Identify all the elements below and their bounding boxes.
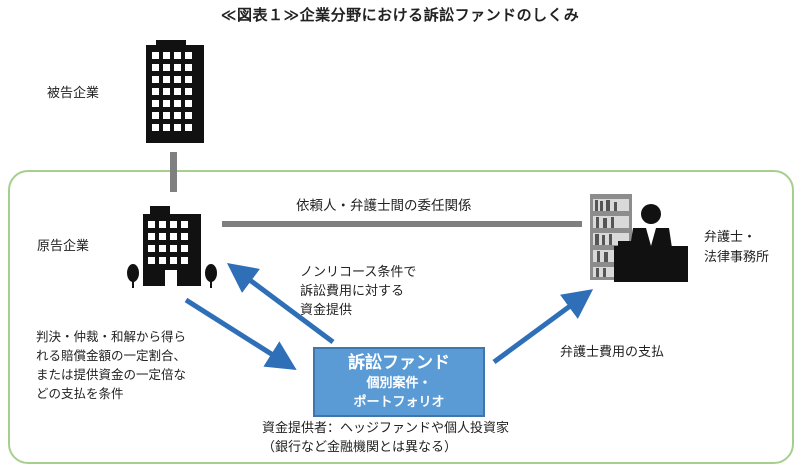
fund-line2: 個別案件・ <box>366 376 432 391</box>
fund-title: 訴訟ファンド <box>348 353 450 373</box>
funding-label: ノンリコース条件で 訴訟費用に対する 資金提供 <box>300 263 416 320</box>
condition-label-line: または提供資金の一定倍な <box>36 367 187 382</box>
provider-label-line: （銀行など金融機関とは異なる） <box>262 440 458 455</box>
plaintiff-label: 原告企業 <box>37 239 90 254</box>
plaintiff-building-icon <box>127 206 217 288</box>
defendant-label: 被告企業 <box>47 86 100 101</box>
client-lawyer-relation-line <box>222 221 582 227</box>
condition-label: 判決・仲裁・和解から得ら れる賠償金額の一定割合、 または提供資金の一定倍な ど… <box>36 327 186 403</box>
litigation-fund-box: 訴訟ファンド 個別案件・ ポートフォリオ <box>313 347 485 417</box>
lawyer-office-icon <box>590 194 688 282</box>
lawyer-label-line: 弁護士・ <box>704 230 757 245</box>
lawyer-label: 弁護士・ 法律事務所 <box>704 228 769 268</box>
relation-label: 依頼人・弁護士間の委任関係 <box>296 198 472 214</box>
condition-label-line: 判決・仲裁・和解から得ら <box>36 329 187 344</box>
funding-label-line: 訴訟費用に対する <box>300 284 405 299</box>
provider-label: 資金提供者：ヘッジファンドや個人投資家 （銀行など金融機関とは異なる） <box>262 419 509 457</box>
funding-label-line: ノンリコース条件で <box>300 265 417 280</box>
payment-label: 弁護士費用の支払 <box>560 345 665 360</box>
condition-label-line: どの支払を条件 <box>36 386 124 401</box>
condition-arrow <box>184 297 297 371</box>
funding-arrow <box>226 263 335 345</box>
provider-label-line: 資金提供者：ヘッジファンドや個人投資家 <box>262 421 510 436</box>
diagram-title: ≪図表１≫企業分野における訴訟ファンドのしくみ <box>220 6 580 24</box>
fund-line3: ポートフォリオ <box>353 395 445 410</box>
defendant-building-icon <box>146 40 204 143</box>
defendant-plaintiff-connector <box>170 152 177 192</box>
payment-arrow <box>492 289 594 365</box>
funding-label-line: 資金提供 <box>300 303 353 318</box>
lawyer-label-line: 法律事務所 <box>704 250 770 265</box>
condition-label-line: れる賠償金額の一定割合、 <box>36 348 187 363</box>
plaintiff-side-frame <box>8 170 794 464</box>
